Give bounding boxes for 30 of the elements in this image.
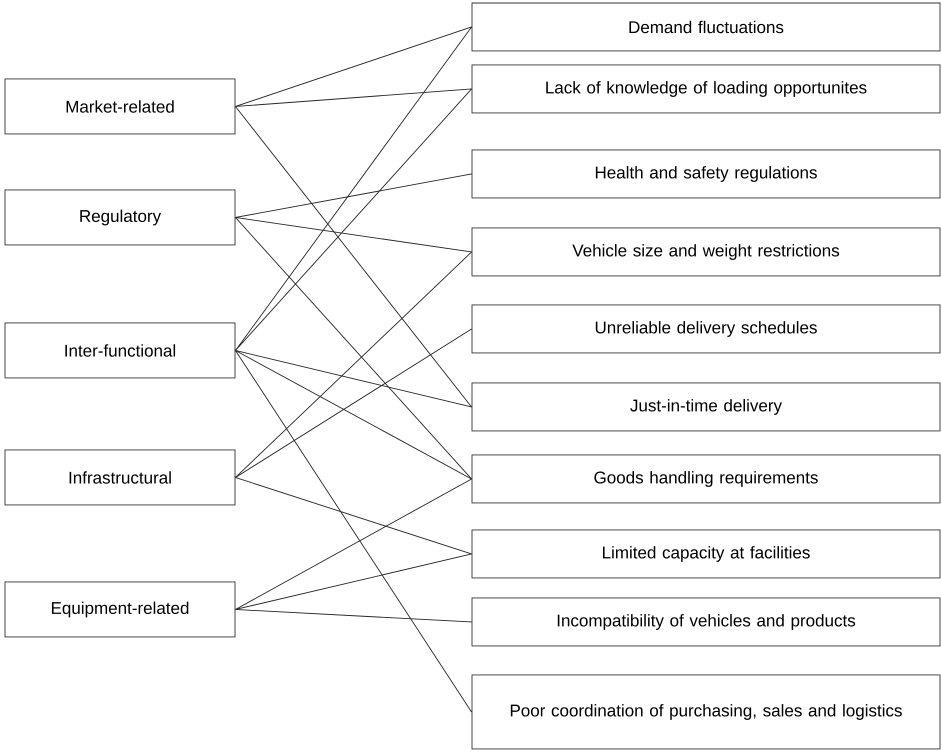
connector-line — [235, 106, 472, 408]
category-box: Regulatory — [4, 190, 236, 246]
connector-line — [235, 478, 472, 610]
factor-box: Limited capacity at facilities — [472, 530, 940, 578]
factor-box: Health and safety regulations — [472, 150, 940, 198]
factor-box: Just-in-time delivery — [472, 382, 940, 432]
category-box: Market-related — [4, 78, 236, 134]
connector-line — [235, 88, 472, 107]
connector-line — [235, 350, 472, 408]
connector-line — [235, 350, 472, 480]
factor-box: Lack of knowledge of loading opportunites — [472, 64, 940, 114]
category-box: Inter-functional — [4, 322, 236, 378]
factor-box: Poor coordination of purchasing, sales and logistics — [472, 674, 940, 750]
factor-box: Goods handling requirements — [472, 454, 940, 504]
connector-line — [235, 609, 472, 622]
connector-line — [235, 477, 472, 554]
connector-line — [235, 350, 472, 712]
connector-line — [235, 88, 472, 351]
category-box: Infrastructural — [4, 450, 236, 506]
connector-line — [235, 328, 472, 478]
connector-line — [235, 174, 472, 218]
connector-line — [235, 554, 472, 610]
category-box: Equipment-related — [4, 582, 236, 638]
connector-line — [235, 26, 472, 351]
connector-line — [235, 217, 472, 252]
factor-box: Unreliable delivery schedules — [472, 304, 940, 354]
factor-box: Vehicle size and weight restrictions — [472, 228, 940, 276]
factor-box: Demand fluctuations — [472, 2, 940, 52]
connector-line — [235, 26, 472, 107]
factor-box: Incompatibility of vehicles and products — [472, 598, 940, 646]
